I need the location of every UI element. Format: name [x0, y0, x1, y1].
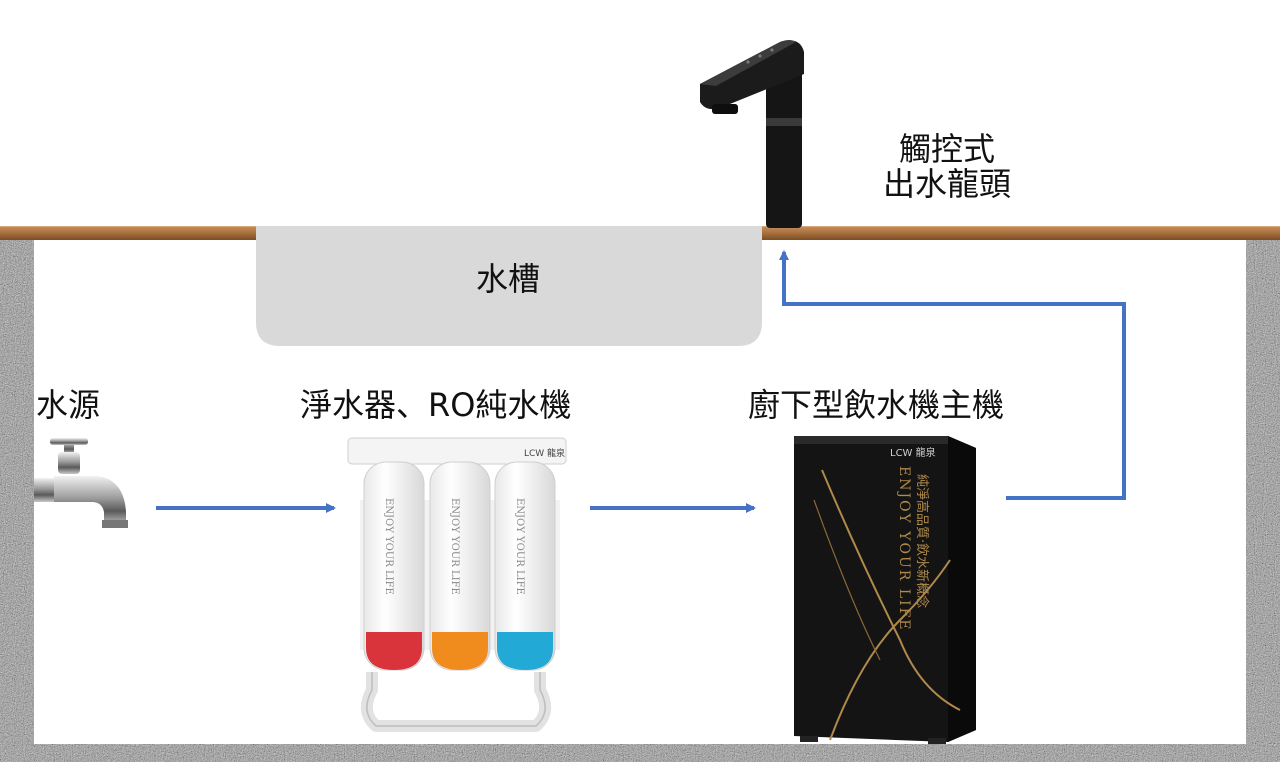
arrow-unit-to-faucet — [779, 250, 1126, 500]
ro-purifier-unit: LCW 龍泉 ENJOY YOUR LIFE ENJOY YOUR LIFE E… — [347, 437, 567, 732]
filter-slogan-red: ENJOY YOUR LIFE — [383, 498, 394, 595]
purifier-brand-text: LCW 龍泉 — [524, 447, 565, 459]
label-sink: 水槽 — [476, 260, 541, 298]
flow-arrows — [156, 250, 1126, 513]
label-water-source: 水源 — [36, 386, 101, 424]
filter-cartridge-orange: ENJOY YOUR LIFE — [429, 461, 491, 671]
label-faucet-line2: 出水龍頭 — [882, 165, 1011, 204]
under-sink-main-unit: LCW 龍泉 ENJOY YOUR LIFE 純淨高品質‧飲水新概念 — [794, 436, 976, 744]
filter-cartridge-red: ENJOY YOUR LIFE — [363, 461, 425, 671]
label-faucet: 觸控式 出水龍頭 — [862, 130, 1032, 204]
touch-faucet-icon — [700, 40, 804, 228]
filter-cartridge-cyan: ENJOY YOUR LIFE — [494, 461, 556, 671]
unit-slogan-text: ENJOY YOUR LIFE — [896, 466, 912, 632]
label-main-unit: 廚下型飲水機主機 — [748, 386, 1005, 424]
sink — [256, 226, 762, 346]
filter-slogan-orange: ENJOY YOUR LIFE — [449, 498, 460, 595]
unit-brand-text: LCW 龍泉 — [890, 446, 936, 459]
filter-slogan-cyan: ENJOY YOUR LIFE — [514, 498, 525, 595]
unit-tagline-text: 純淨高品質‧飲水新概念 — [914, 474, 930, 608]
label-purifier: 淨水器、RO純水機 — [300, 386, 572, 424]
label-faucet-line1: 觸控式 — [898, 130, 995, 168]
water-tap-icon — [34, 438, 128, 528]
